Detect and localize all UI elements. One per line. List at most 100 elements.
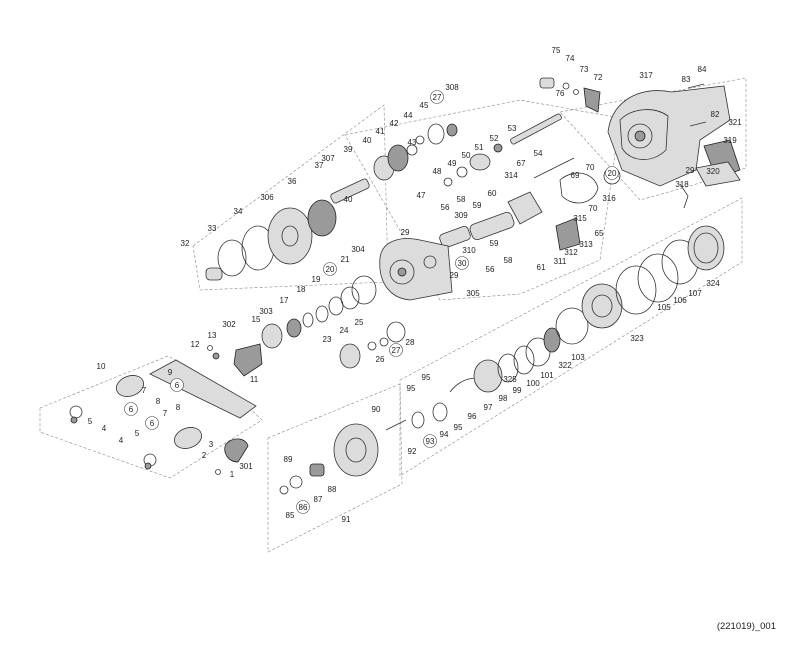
callout-58: 58 bbox=[504, 256, 513, 265]
callout-44: 44 bbox=[404, 111, 413, 120]
callout-312: 312 bbox=[564, 248, 578, 257]
callout-308: 308 bbox=[445, 83, 459, 92]
part-number: 303 bbox=[259, 307, 273, 316]
part-number: 23 bbox=[323, 335, 332, 344]
part-number: 11 bbox=[250, 375, 259, 384]
callout-39: 39 bbox=[344, 145, 353, 154]
callout-301: 301 bbox=[239, 462, 253, 471]
part-number: 44 bbox=[404, 111, 413, 120]
part-number: 86 bbox=[299, 503, 308, 512]
callout-95: 95 bbox=[422, 373, 431, 382]
part-number: 85 bbox=[286, 511, 295, 520]
callout-309: 309 bbox=[454, 211, 468, 220]
part-number: 97 bbox=[484, 403, 493, 412]
part-number: 72 bbox=[594, 73, 603, 82]
callout-7: 7 bbox=[163, 409, 168, 418]
drive-gear-stack bbox=[205, 123, 458, 281]
part-number: 70 bbox=[586, 163, 595, 172]
callout-29: 29 bbox=[450, 271, 459, 280]
part-number: 6 bbox=[150, 419, 155, 428]
part-number: 1 bbox=[230, 470, 235, 479]
part-number: 103 bbox=[571, 353, 585, 362]
part-number: 301 bbox=[239, 462, 253, 471]
callout-95: 95 bbox=[407, 384, 416, 393]
part-number: 2 bbox=[202, 451, 207, 460]
callout-92: 92 bbox=[408, 447, 417, 456]
part-number: 82 bbox=[711, 110, 720, 119]
part-number: 65 bbox=[595, 229, 604, 238]
callout-7: 7 bbox=[142, 386, 147, 395]
callout-317: 317 bbox=[639, 71, 653, 80]
part-number: 34 bbox=[234, 207, 243, 216]
part-number: 20 bbox=[326, 265, 335, 274]
callout-34: 34 bbox=[234, 207, 243, 216]
callout-27: 27 bbox=[389, 343, 403, 357]
part-number: 3 bbox=[209, 440, 214, 449]
callout-24: 24 bbox=[340, 326, 349, 335]
part-number: 70 bbox=[589, 204, 598, 213]
part-number: 95 bbox=[454, 423, 463, 432]
callout-15: 15 bbox=[252, 315, 261, 324]
part-number: 87 bbox=[314, 495, 323, 504]
part-number: 83 bbox=[682, 75, 691, 84]
callout-313: 313 bbox=[579, 240, 593, 249]
part-number: 26 bbox=[376, 355, 385, 364]
callout-94: 94 bbox=[440, 430, 449, 439]
callout-310: 310 bbox=[462, 246, 476, 255]
callout-314: 314 bbox=[504, 171, 518, 180]
callout-306: 306 bbox=[260, 193, 274, 202]
callout-52: 52 bbox=[490, 134, 499, 143]
part-number: 314 bbox=[504, 171, 518, 180]
part-number: 39 bbox=[344, 145, 353, 154]
callout-61: 61 bbox=[537, 263, 546, 272]
part-number: 92 bbox=[408, 447, 417, 456]
part-number: 5 bbox=[88, 417, 93, 426]
callout-13: 13 bbox=[208, 331, 217, 340]
callout-4: 4 bbox=[102, 424, 107, 433]
callout-29: 29 bbox=[401, 228, 410, 237]
part-number: 15 bbox=[252, 315, 261, 324]
part-number: 33 bbox=[208, 224, 217, 233]
callout-8: 8 bbox=[176, 403, 181, 412]
part-number: 307 bbox=[321, 154, 335, 163]
part-number: 41 bbox=[376, 127, 385, 136]
part-number: 6 bbox=[129, 405, 134, 414]
center-section bbox=[439, 167, 621, 251]
part-number: 4 bbox=[102, 424, 107, 433]
callout-12: 12 bbox=[191, 340, 200, 349]
callout-65: 65 bbox=[595, 229, 604, 238]
callout-105: 105 bbox=[657, 303, 671, 312]
callout-86: 86 bbox=[296, 500, 310, 514]
callout-51: 51 bbox=[475, 143, 484, 152]
part-number: 316 bbox=[602, 194, 616, 203]
callout-30: 30 bbox=[455, 256, 469, 270]
part-number: 91 bbox=[342, 515, 351, 524]
callout-8: 8 bbox=[156, 397, 161, 406]
callout-18: 18 bbox=[297, 285, 306, 294]
callout-32: 32 bbox=[181, 239, 190, 248]
callout-320: 320 bbox=[706, 167, 720, 176]
callout-21: 21 bbox=[341, 255, 350, 264]
callout-82: 82 bbox=[711, 110, 720, 119]
part-number: 48 bbox=[433, 167, 442, 176]
callout-11: 11 bbox=[250, 375, 259, 384]
callout-25: 25 bbox=[355, 318, 364, 327]
callout-72: 72 bbox=[594, 73, 603, 82]
part-number: 20 bbox=[608, 169, 617, 178]
part-number: 310 bbox=[462, 246, 476, 255]
callout-5: 5 bbox=[88, 417, 93, 426]
part-number: 99 bbox=[513, 386, 522, 395]
callout-56: 56 bbox=[486, 265, 495, 274]
part-number: 27 bbox=[392, 346, 401, 355]
part-number: 308 bbox=[445, 83, 459, 92]
part-number: 317 bbox=[639, 71, 653, 80]
part-number: 4 bbox=[119, 436, 124, 445]
callout-315: 315 bbox=[573, 214, 587, 223]
callout-53: 53 bbox=[508, 124, 517, 133]
callout-311: 311 bbox=[554, 257, 567, 266]
callout-45: 45 bbox=[420, 101, 429, 110]
callout-318: 318 bbox=[675, 180, 689, 189]
part-number: 45 bbox=[420, 101, 429, 110]
part-number: 59 bbox=[473, 201, 482, 210]
